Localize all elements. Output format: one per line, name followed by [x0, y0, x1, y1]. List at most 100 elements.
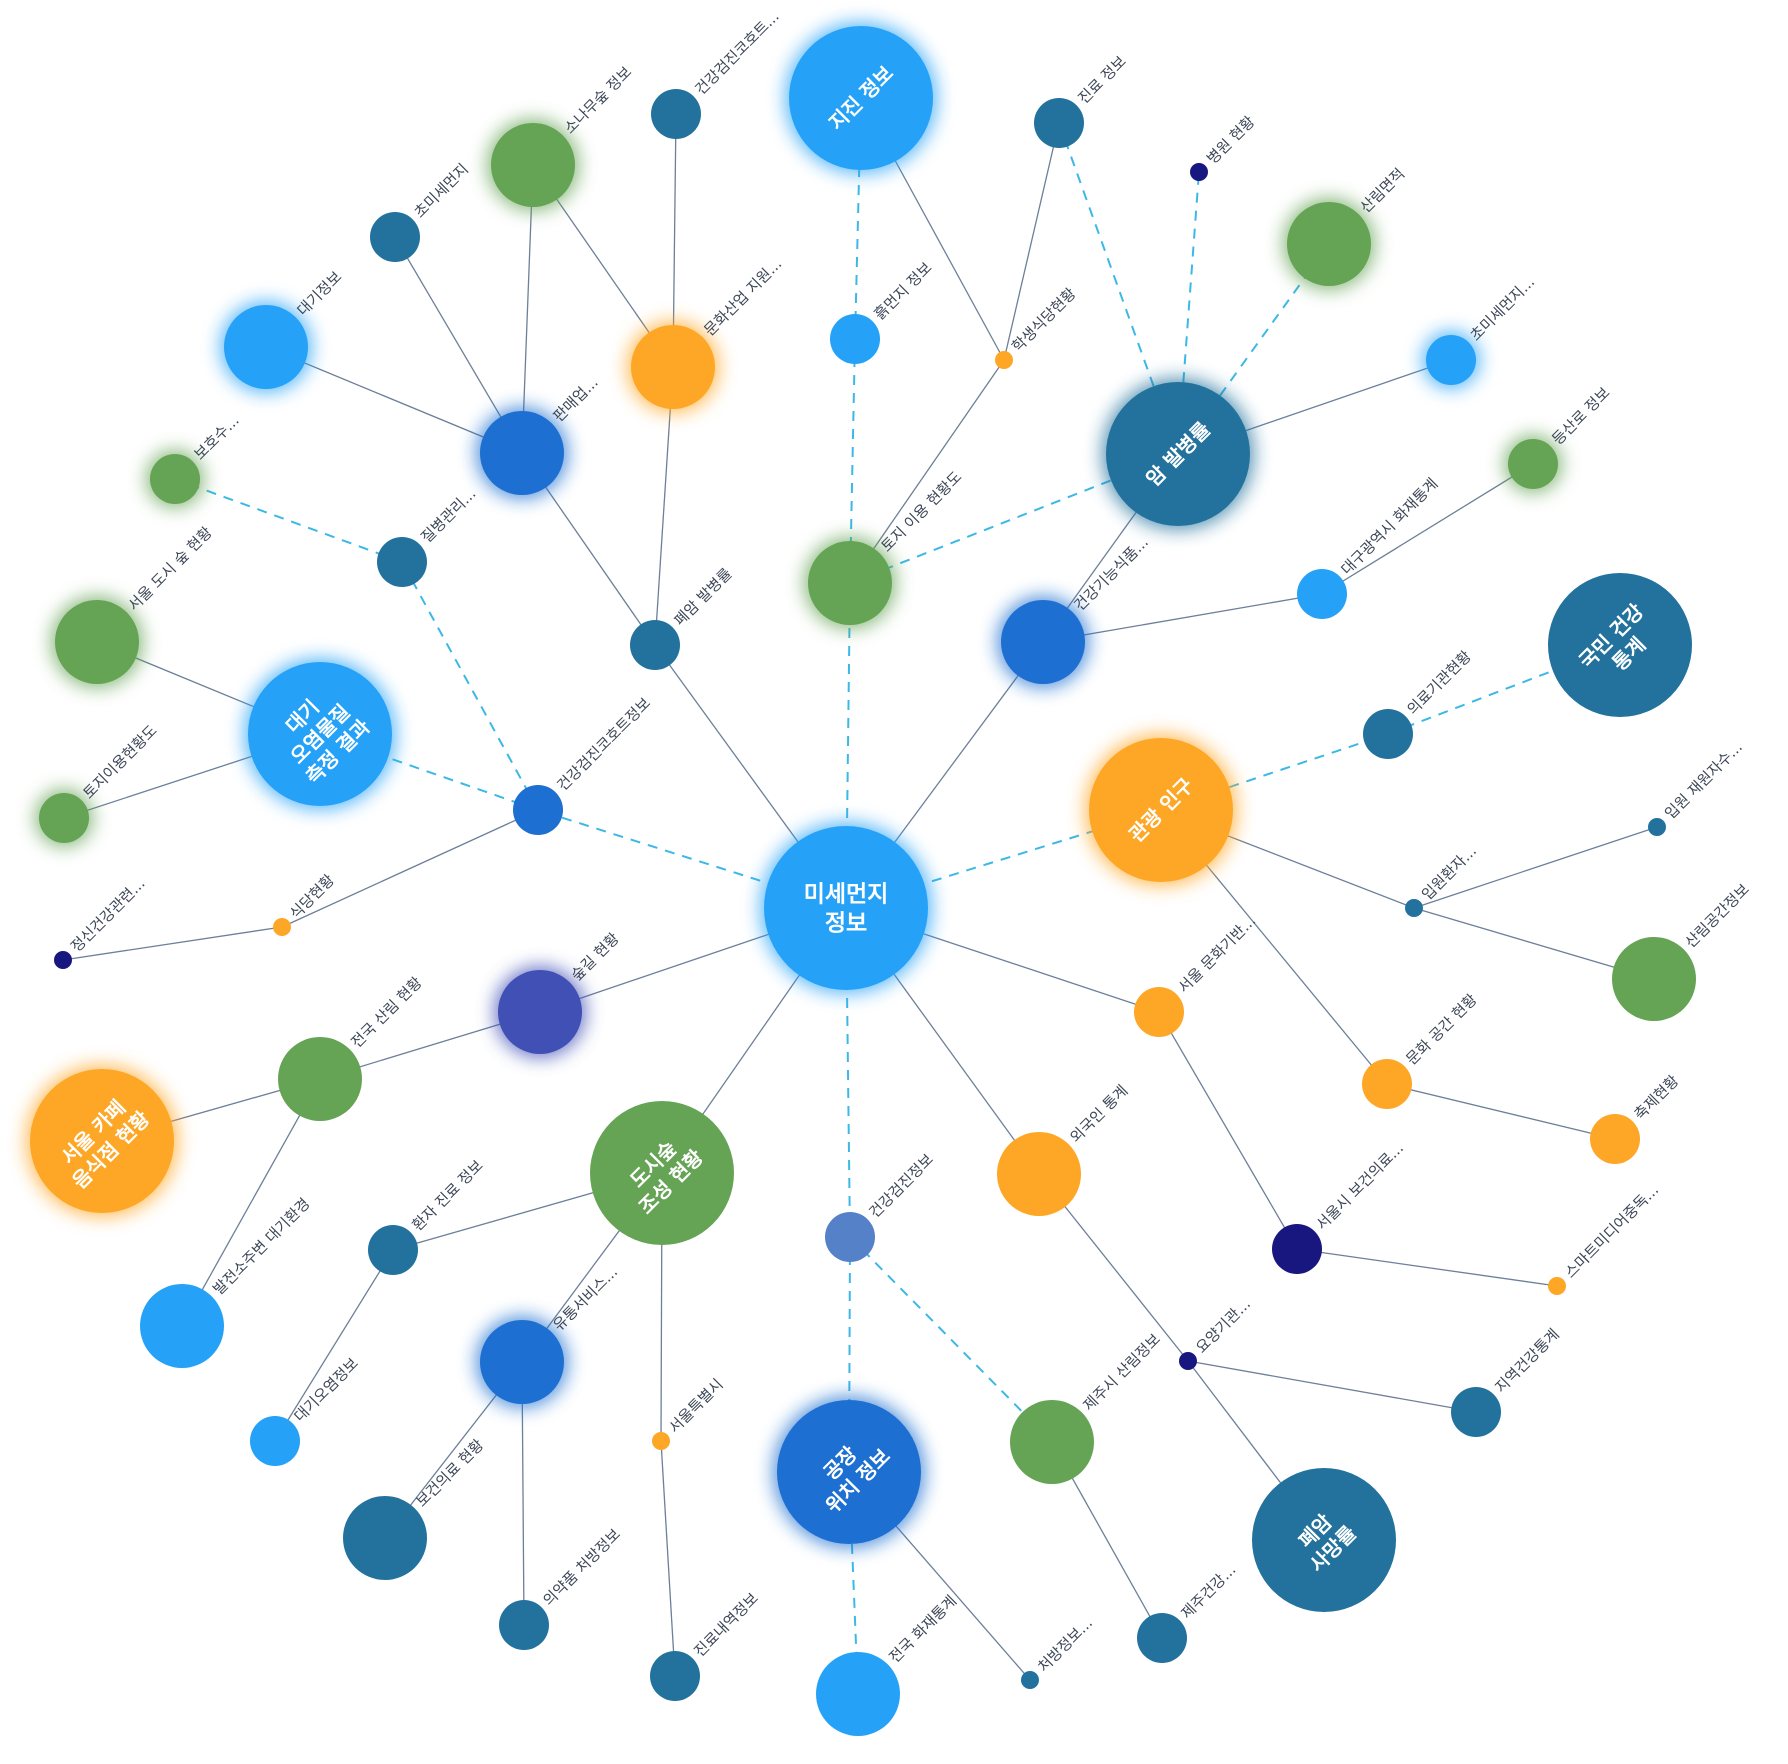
node-jejuforest[interactable] — [1010, 1400, 1094, 1484]
edge-cancer-hospital — [1177, 171, 1200, 455]
node-airpol[interactable] — [248, 662, 392, 806]
node-smartmedia[interactable] — [1548, 1277, 1566, 1295]
node-label-cohort2: 건강검진코호트... — [692, 7, 783, 98]
node-label-prescription: 의약품 처방정보 — [540, 1525, 625, 1610]
node-healthfood[interactable] — [1001, 600, 1085, 684]
node-hospital[interactable] — [1190, 163, 1208, 181]
node-daegufire[interactable] — [1297, 569, 1347, 619]
node-inpatient[interactable] — [1405, 899, 1423, 917]
node-ultrafine2[interactable] — [1426, 335, 1476, 385]
edge-seoulculture-seoulhealth — [1158, 1011, 1298, 1250]
node-earthquake[interactable] — [789, 26, 933, 170]
node-nationfire[interactable] — [816, 1652, 900, 1736]
node-label-soil: 흙먼지 정보 — [871, 258, 936, 323]
node-cohort2[interactable] — [651, 89, 701, 139]
node-center[interactable] — [764, 826, 928, 990]
node-checkup[interactable] — [825, 1212, 875, 1262]
node-protect[interactable] — [150, 454, 200, 504]
node-label-seoulhealth: 서울시 보건의료... — [1313, 1139, 1408, 1234]
node-trail[interactable] — [1508, 439, 1558, 489]
node-history[interactable] — [650, 1651, 700, 1701]
node-factory[interactable] — [777, 1400, 921, 1544]
edge-cohort-airpol — [319, 733, 539, 811]
node-restaurant[interactable] — [273, 918, 291, 936]
node-label-foreign: 외국인 통계 — [1067, 1082, 1132, 1147]
edge-sales-airinfo — [265, 346, 523, 454]
node-label-festival: 축제현황 — [1631, 1072, 1683, 1124]
node-label-ultrafine: 초미세먼지 — [411, 160, 473, 222]
node-title-line: 미세먼지 — [804, 882, 889, 908]
edge-healthfood-daegufire — [1042, 593, 1323, 643]
node-label-restaurant: 식당현황 — [286, 871, 338, 923]
node-label-seoulforest: 서울 도시 숲 현황 — [125, 523, 216, 614]
node-label-jejuforest: 제주시 산림정보 — [1080, 1330, 1165, 1415]
node-label-patient: 환자 진료 정보 — [409, 1156, 487, 1234]
node-label-distribution: 유통서비스... — [550, 1263, 622, 1335]
node-nursing[interactable] — [1179, 1352, 1197, 1370]
node-distribution[interactable] — [480, 1320, 564, 1404]
node-powerplant[interactable] — [140, 1284, 224, 1368]
node-seoulforest[interactable] — [55, 600, 139, 684]
node-lungrate[interactable] — [630, 620, 680, 670]
node-label-disease: 질병관리... — [418, 485, 480, 547]
node-medical[interactable] — [1363, 709, 1413, 759]
node-label-clinic: 진료 정보 — [1075, 52, 1130, 107]
node-ultrafine[interactable] — [370, 212, 420, 262]
node-label-ultrafine2: 초미세먼지... — [1467, 273, 1539, 345]
node-label-medical: 의료기관현황 — [1404, 647, 1475, 718]
node-cancer[interactable] — [1106, 382, 1250, 526]
node-culture[interactable] — [631, 325, 715, 409]
node-airinfo[interactable] — [224, 305, 308, 389]
node-culturespace[interactable] — [1362, 1059, 1412, 1109]
edge-daegufire-trail — [1321, 463, 1534, 595]
edge-culturespace-festival — [1386, 1083, 1616, 1140]
node-label-cohort: 건강검진코호트정보 — [554, 694, 655, 795]
node-airpolinfo[interactable] — [250, 1416, 300, 1466]
node-national[interactable] — [1548, 573, 1692, 717]
node-festival[interactable] — [1590, 1114, 1640, 1164]
node-sales[interactable] — [480, 411, 564, 495]
node-label-forestarea: 산림면적 — [1357, 165, 1409, 217]
node-label-sales: 판매업... — [550, 373, 602, 425]
node-landuse2[interactable] — [39, 793, 89, 843]
node-seoulhealth[interactable] — [1272, 1224, 1322, 1274]
node-mental[interactable] — [54, 951, 72, 969]
node-label-forestwalk: 숲길 현황 — [568, 929, 623, 984]
node-urbanforest[interactable] — [590, 1101, 734, 1245]
node-forestarea[interactable] — [1287, 202, 1371, 286]
node-label-regional: 지역건강통계 — [1492, 1325, 1563, 1396]
node-label-prescription2: 처방정보... — [1034, 1614, 1096, 1676]
node-soil[interactable] — [830, 314, 880, 364]
node-nationforest[interactable] — [278, 1037, 362, 1121]
node-cafe[interactable] — [30, 1069, 174, 1213]
node-noise[interactable] — [491, 123, 575, 207]
node-label-jejuhealth: 제주건강... — [1178, 1561, 1240, 1623]
edge-patient-airpolinfo — [274, 1249, 394, 1442]
node-landuse[interactable] — [808, 541, 892, 625]
node-readmit[interactable] — [1648, 818, 1666, 836]
node-lungdeath[interactable] — [1252, 1468, 1396, 1612]
node-foreign[interactable] — [997, 1132, 1081, 1216]
node-seoulculture[interactable] — [1134, 987, 1184, 1037]
node-label-daegufire: 대구광역시 화재통계 — [1338, 475, 1442, 579]
node-label-nursing: 요양기관... — [1192, 1295, 1254, 1357]
node-label-trail: 등산로 정보 — [1549, 383, 1614, 448]
node-jejuhealth[interactable] — [1137, 1613, 1187, 1663]
node-tourism[interactable] — [1089, 738, 1233, 882]
node-canteen[interactable] — [995, 351, 1013, 369]
node-seoulcity[interactable] — [652, 1432, 670, 1450]
node-prescription2[interactable] — [1021, 1671, 1039, 1689]
node-clinic[interactable] — [1034, 98, 1084, 148]
node-forestspace[interactable] — [1612, 937, 1696, 1021]
node-patient[interactable] — [368, 1225, 418, 1275]
node-disease[interactable] — [377, 537, 427, 587]
edge-sales-noise — [521, 164, 534, 454]
node-label-culturespace: 문화 공간 현황 — [1403, 990, 1481, 1068]
node-prescription[interactable] — [499, 1600, 549, 1650]
node-label-culture: 문화산업 지원... — [701, 255, 786, 340]
node-healthcare[interactable] — [343, 1496, 427, 1580]
node-forestwalk[interactable] — [498, 970, 582, 1054]
node-regional[interactable] — [1451, 1387, 1501, 1437]
node-cohort[interactable] — [513, 785, 563, 835]
node-label-nationfire: 전국 화재통계 — [886, 1592, 961, 1667]
